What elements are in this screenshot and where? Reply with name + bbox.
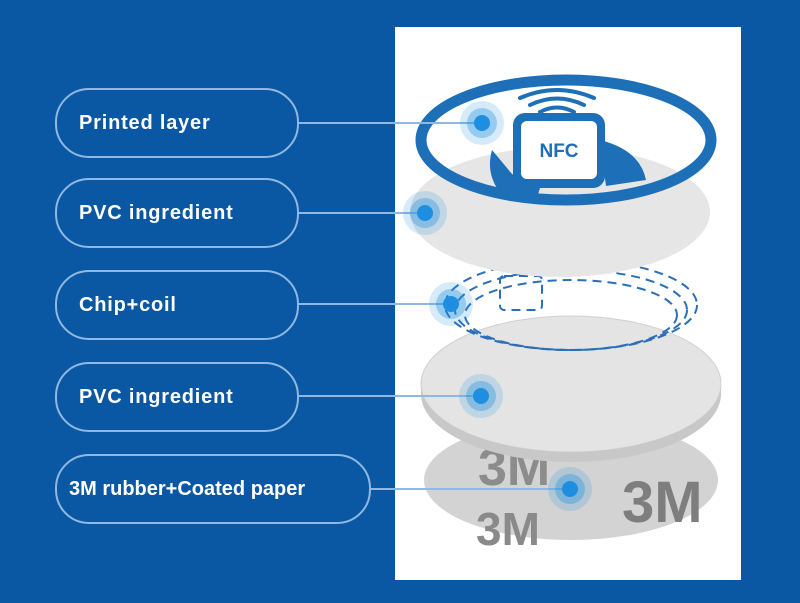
- marker-printed: [460, 101, 504, 145]
- printed-nfc-layer: NFC: [415, 74, 717, 206]
- marker-backing: [548, 467, 592, 511]
- connector-lines: [298, 122, 570, 490]
- nfc-text: NFC: [539, 141, 578, 162]
- label-chip-coil: Chip+coil: [55, 270, 299, 340]
- chip-icon: [499, 275, 543, 311]
- label-pvc-upper: PVC ingredient: [55, 178, 299, 248]
- layer-markers: [403, 101, 592, 511]
- marker-pvc-upper: [403, 191, 447, 235]
- signal-waves-icon: [518, 88, 596, 114]
- backing-print-2: 3M: [622, 470, 703, 535]
- marker-pvc-lower: [459, 374, 503, 418]
- label-printed-layer: Printed layer: [55, 88, 299, 158]
- pvc-lower-layer: [420, 315, 722, 462]
- label-pvc-lower: PVC ingredient: [55, 362, 299, 432]
- backing-print-3: 3M: [476, 503, 540, 555]
- hand-icon: [489, 150, 540, 204]
- marker-chip-coil: [429, 282, 473, 326]
- label-backing: 3M rubber+Coated paper: [55, 454, 371, 524]
